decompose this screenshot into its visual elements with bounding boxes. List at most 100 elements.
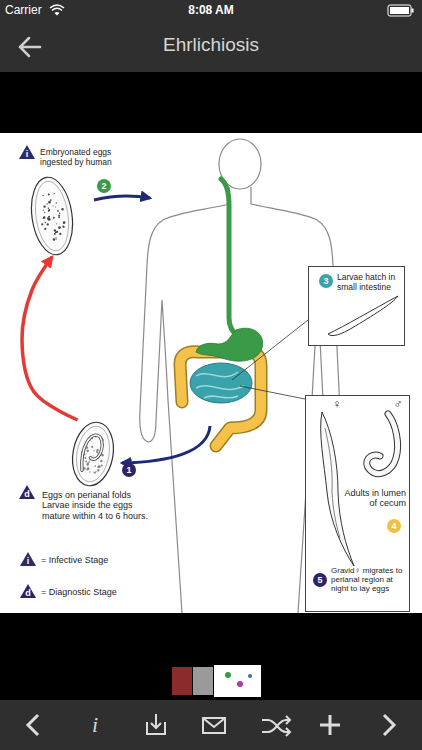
previous-icon: [28, 715, 38, 735]
egg-granule: [56, 223, 57, 224]
thumbnail: [172, 667, 192, 695]
battery-icon: [388, 5, 411, 16]
shuffle-icon: [262, 716, 290, 736]
thumbnail-detail: [237, 681, 243, 687]
egg-shell: [27, 175, 77, 258]
esophagus: [221, 179, 238, 336]
node-heading: Adults in lumen of cecum: [336, 488, 406, 509]
egg-granule: [52, 205, 53, 206]
egg-granule: [61, 208, 64, 211]
stage-icon: [20, 584, 36, 598]
legend-text: = Diagnostic Stage: [41, 587, 117, 597]
egg-group: [68, 419, 119, 489]
egg-shell: [68, 419, 119, 489]
egg-granule: [86, 468, 89, 471]
egg-granule: [89, 471, 91, 473]
callout-number: 3: [319, 274, 333, 288]
stage-icon-letter: i: [26, 150, 29, 159]
cycle-arrow: [22, 257, 78, 420]
mail-icon: [203, 718, 225, 727]
egg-granule: [56, 202, 58, 204]
stage-icon: [20, 552, 36, 566]
egg-granule: [100, 460, 103, 463]
image-area: [0, 133, 422, 613]
egg-granule: [41, 223, 43, 225]
egg-granule: [54, 193, 55, 194]
egg-granule: [43, 216, 46, 219]
egg-shape: [30, 175, 74, 257]
stage-icon: [19, 145, 35, 159]
callout-number: 2: [97, 179, 111, 193]
egg-granule: [101, 464, 103, 466]
panel-background: [308, 266, 405, 346]
egg-granule: [59, 212, 61, 214]
status-carrier: Carrier: [5, 4, 42, 16]
sex-symbol: ♀: [333, 398, 342, 410]
nav-title: Ehrlichiosis: [60, 34, 362, 56]
egg-granule: [48, 209, 50, 211]
egg-granule: [43, 205, 46, 208]
node-heading: Larvae hatch in small intestine: [337, 273, 403, 293]
mail-icon: [203, 718, 225, 733]
egg-granule: [94, 472, 96, 474]
egg-granule: [97, 469, 100, 472]
egg-granule: [87, 467, 90, 470]
status-time: 8:08 AM: [188, 4, 234, 16]
egg-granule: [91, 446, 93, 448]
egg-granule: [44, 212, 45, 213]
callout-number: 1: [122, 463, 136, 477]
egg-granule: [53, 238, 56, 241]
egg-granule: [48, 207, 50, 209]
egg-shape: [71, 420, 115, 488]
sex-symbol: ♂: [394, 398, 403, 410]
egg-granule: [55, 237, 56, 238]
egg-granule: [48, 193, 50, 195]
callout-number: 4: [387, 519, 401, 533]
stage-icon-letter: d: [25, 589, 31, 598]
egg-granule: [58, 226, 61, 229]
large-intestine-outline: [180, 352, 261, 446]
egg-granule: [85, 460, 87, 462]
egg-granule: [94, 465, 96, 467]
wifi-icon: [55, 12, 60, 16]
egg-granule: [98, 465, 101, 468]
egg-granule: [57, 210, 59, 212]
egg-granule: [42, 195, 44, 197]
egg-granule: [86, 463, 89, 466]
egg-granule: [55, 206, 56, 207]
ingestion-arrow: [94, 196, 150, 200]
thumbnail-detail: [248, 674, 252, 678]
add-icon: [320, 715, 340, 735]
toolbar-info-icon: i: [92, 714, 98, 736]
male-worm: [367, 414, 398, 474]
egg-granule: [96, 449, 99, 452]
egg-granule: [93, 450, 95, 452]
large-intestine: [180, 352, 261, 446]
leader-line: [232, 320, 308, 399]
egg-granule: [53, 229, 56, 232]
egg-granule: [88, 461, 90, 463]
egg-granule: [95, 471, 97, 473]
next-icon: [384, 715, 394, 735]
top-bar: [0, 0, 422, 72]
legend-item: = Infective Stage: [41, 555, 108, 566]
male-worm: [367, 414, 398, 474]
migration-arrow: [122, 426, 210, 463]
thumbnail: [214, 665, 261, 697]
callout-number: 5: [313, 573, 327, 587]
egg-granule: [63, 226, 65, 228]
egg-granule: [48, 218, 51, 221]
stomach: [196, 328, 263, 361]
egg-granule: [48, 210, 50, 212]
egg-group: [27, 175, 77, 258]
egg-granule: [53, 217, 55, 219]
thumbnail-detail: [225, 672, 231, 678]
egg-node: Embryonated eggs ingested by human: [30, 175, 74, 257]
egg-granule: [50, 199, 52, 201]
black-band: [0, 72, 422, 133]
wifi-icon: [50, 5, 64, 11]
